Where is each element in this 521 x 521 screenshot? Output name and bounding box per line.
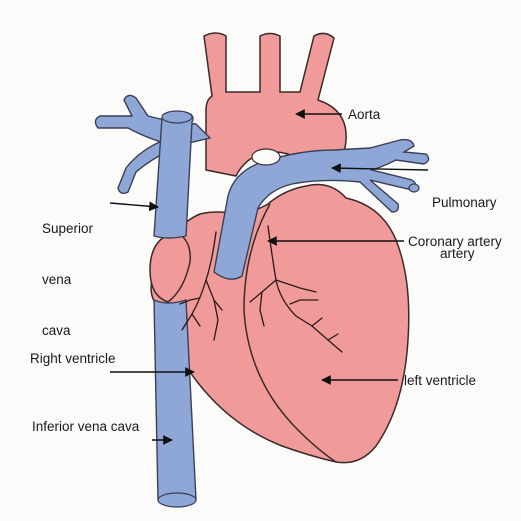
label-right-ventricle: Right ventricle [30, 350, 116, 367]
label-aorta: Aorta [348, 106, 380, 123]
label-superior-vena-cava-line2: vena [42, 271, 93, 288]
label-coronary-artery: Coronary artery [408, 233, 502, 250]
label-superior-vena-cava-line1: Superior [42, 220, 93, 237]
pointer-superior-vena-cava [110, 203, 158, 207]
label-superior-vena-cava-line3: cava [42, 322, 93, 339]
pulmonary-branch-left [95, 95, 210, 193]
label-pulmonary-artery-line1: Pulmonary [432, 194, 497, 211]
label-left-ventricle: left ventricle [404, 372, 476, 389]
aortic-arch-opening [252, 149, 280, 165]
label-inferior-vena-cava: Inferior vena cava [32, 418, 139, 435]
label-pulmonary-artery: Pulmonary artery [432, 160, 497, 296]
label-superior-vena-cava: Superior vena cava [42, 186, 93, 373]
